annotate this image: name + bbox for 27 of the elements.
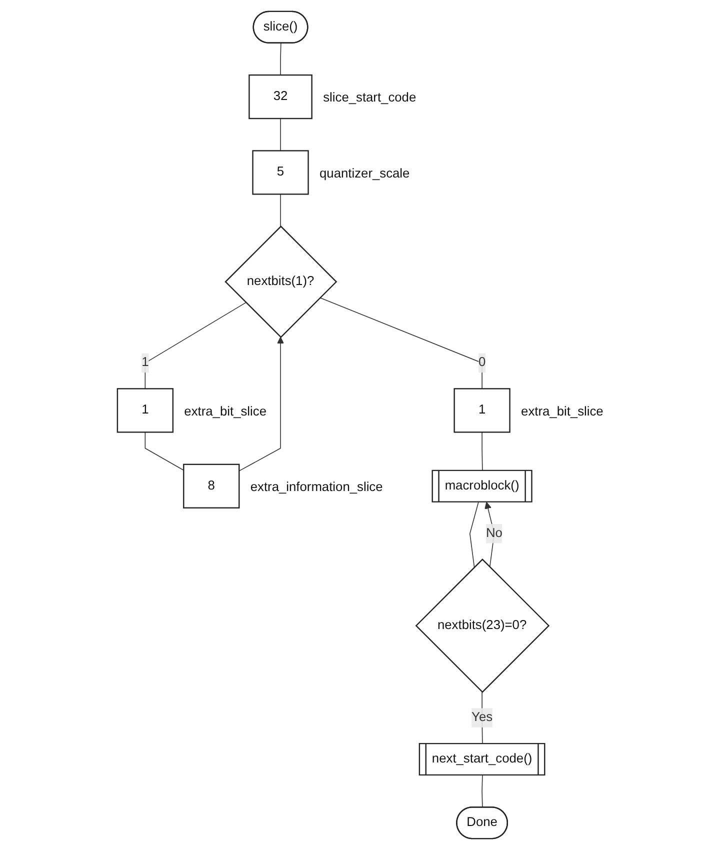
field-label: extra_bit_slice: [184, 402, 266, 418]
edge-label: 0: [478, 355, 486, 369]
node-box: 1: [453, 388, 510, 432]
node-diamond: nextbits(23)=0?: [414, 558, 550, 692]
node-box: 32: [248, 74, 312, 119]
node-box: 5: [252, 150, 308, 194]
connector: [481, 431, 482, 471]
connector: [469, 501, 478, 568]
connector: [144, 302, 246, 389]
connector: [280, 42, 281, 75]
field-label: extra_bit_slice: [520, 402, 603, 418]
connector: [280, 193, 281, 226]
connector: [481, 691, 482, 744]
field-label: slice_start_code: [322, 89, 416, 104]
field-label: extra_information_slice: [250, 478, 382, 494]
edge-label: Yes: [471, 710, 492, 724]
connector: [144, 431, 184, 470]
field-label: quantizer_scale: [319, 164, 410, 180]
node-box: 1: [116, 388, 174, 432]
node-diamond: nextbits(1)?: [224, 225, 337, 338]
arrow: [238, 336, 284, 471]
connector: [319, 296, 482, 389]
edge-label: No: [486, 526, 502, 540]
connector: [481, 774, 482, 808]
connector: [280, 118, 281, 151]
node-box: 8: [182, 463, 240, 508]
edge-label: 1: [141, 355, 148, 369]
